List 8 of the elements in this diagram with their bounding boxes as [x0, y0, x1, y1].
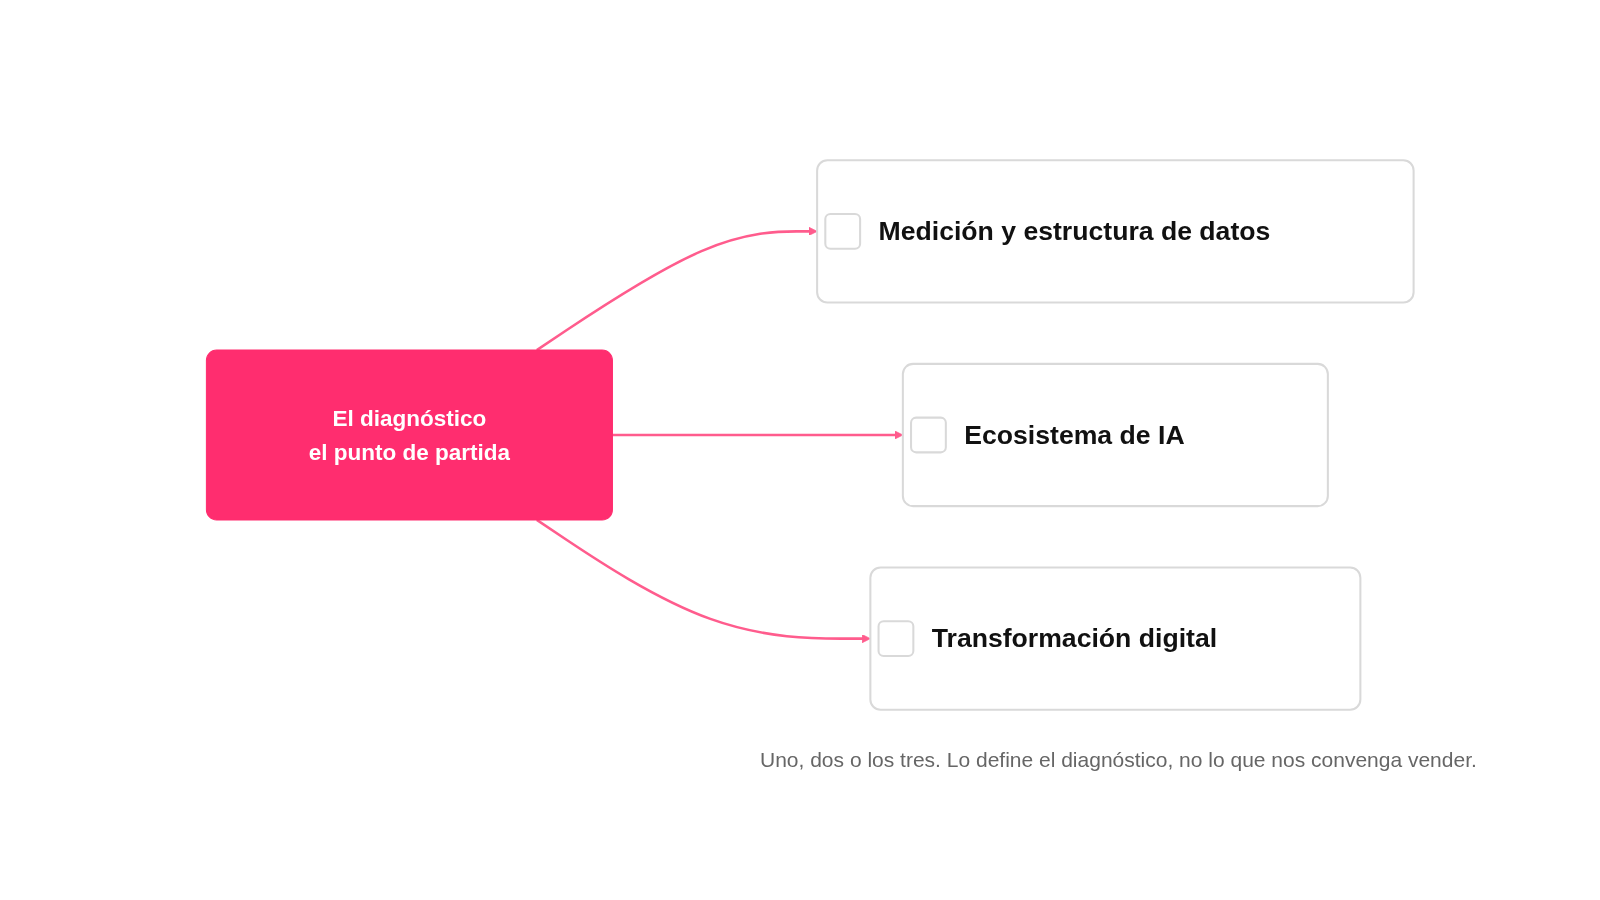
- node-box: [205, 349, 613, 521]
- node-box: [816, 159, 1415, 304]
- arrow: [536, 518, 871, 644]
- node-box: [869, 566, 1362, 711]
- node-box: [901, 362, 1329, 508]
- flowchart: El diagnóstico el punto de partida Medición y estructura de datos Ecosistema de IA Transformación digital: [80, 150, 1540, 720]
- note-text: Uno, dos o los tres. Lo define el diagnóstico, no lo que nos convenga vender.: [760, 748, 1477, 772]
- arrow: [536, 226, 818, 352]
